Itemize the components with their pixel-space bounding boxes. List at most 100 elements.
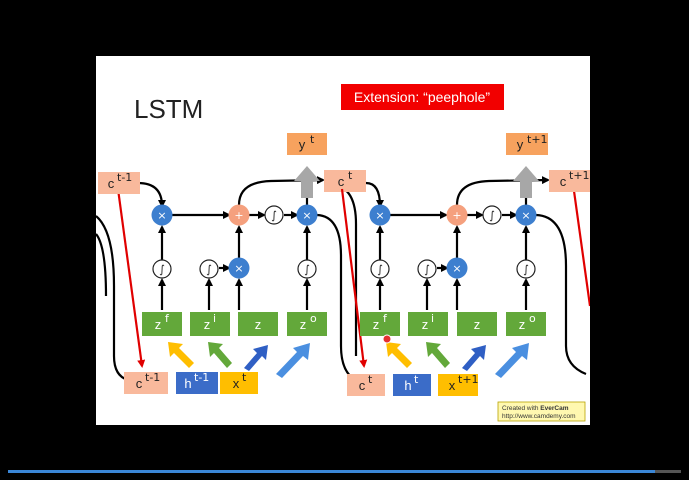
sigmoid-cell-left (264, 205, 284, 225)
evercam-watermark (497, 401, 586, 422)
add-op-left (228, 204, 250, 226)
gate-z-left-label: z (255, 317, 262, 332)
input-arrow-z-left (244, 345, 268, 371)
cell-state-out-right-sup: t+1 (569, 169, 590, 182)
input-hidden-left-sup: t-1 (194, 371, 209, 384)
gate-forget-right-label: z (373, 317, 380, 332)
input-x-left (220, 372, 258, 394)
cell-state-prev-left (98, 172, 140, 194)
input-arrow-output-left (276, 343, 310, 378)
input-cell-right (347, 374, 385, 396)
watermark-brand: EverCam (540, 405, 568, 412)
lstm-diagram: LSTM Extension: “peephole” (96, 84, 590, 422)
output-y-left-label: y (299, 137, 306, 152)
output-y-right (506, 133, 548, 155)
sigmoid-input-right (417, 259, 437, 279)
gate-forget-left-sup: f (165, 312, 170, 325)
output-arrow-right (513, 166, 539, 198)
input-cell-left-sup: t-1 (145, 371, 160, 384)
multiply-forget-left (151, 204, 173, 226)
sigmoid-input-left-label: ∫ (206, 263, 212, 276)
lecture-slide: LSTM Extension: “peephole” (96, 56, 590, 425)
input-arrow-input-right (426, 342, 450, 368)
sigmoid-input-left (199, 259, 219, 279)
sigmoid-forget-left (152, 259, 172, 279)
gate-input-left-sup: i (213, 312, 216, 325)
input-x-left-sup: t (242, 371, 247, 384)
sigmoid-forget-right-label: ∫ (377, 263, 383, 276)
gate-output-left (287, 312, 327, 336)
multiply-input-right (446, 257, 468, 279)
cell-state-out-right-label: c (560, 174, 567, 189)
input-hidden-right (393, 374, 431, 396)
multiply-output-left (296, 204, 318, 226)
gate-output-right-label: z (519, 317, 526, 332)
sigmoid-output-right-label: ∫ (523, 263, 529, 276)
sigmoid-forget-left-label: ∫ (159, 263, 165, 276)
input-hidden-left-label: h (184, 376, 191, 391)
mouse-pointer-icon (382, 334, 392, 344)
multiply-input-right-label: × (452, 262, 461, 275)
gate-input-right-label: z (422, 317, 429, 332)
sigmoid-output-right (516, 259, 536, 279)
input-arrow-forget-left (168, 342, 194, 368)
input-hidden-right-label: h (404, 378, 411, 393)
cell-state-prev-left-sup: t-1 (117, 171, 132, 184)
sigmoid-forget-right (370, 259, 390, 279)
gate-forget-right (360, 312, 400, 336)
gate-forget-left (142, 312, 182, 336)
gate-output-left-label: z (300, 317, 307, 332)
input-cell-right-sup: t (368, 373, 373, 386)
gate-input-right (408, 312, 448, 336)
lstm-cell-left: y t c t-1 c t × + ∫ × ∫ (96, 133, 370, 394)
multiply-input-left (228, 257, 250, 279)
sigmoid-output-left (297, 259, 317, 279)
sigmoid-output-left-label: ∫ (304, 263, 310, 276)
peephole-line-left (116, 188, 146, 368)
input-x-right-label: x (449, 378, 456, 393)
add-op-left-label: + (234, 209, 243, 222)
multiply-output-right (515, 204, 537, 226)
gate-output-right (506, 312, 546, 336)
gate-output-left-sup: o (310, 312, 317, 325)
input-hidden-right-sup: t (414, 373, 419, 386)
input-x-right-sup: t+1 (458, 373, 479, 386)
video-progress-remaining[interactable] (655, 470, 681, 473)
cell-state-prev-left-label: c (108, 176, 115, 191)
input-arrow-input-left (208, 342, 232, 368)
gate-z-right-label: z (474, 317, 481, 332)
multiply-forget-left-label: × (157, 209, 166, 222)
input-cell-right-label: c (359, 378, 366, 393)
input-arrow-forget-right (386, 342, 412, 368)
input-x-left-label: x (233, 376, 240, 391)
gate-input-left-label: z (204, 317, 211, 332)
sigmoid-cell-right-label: ∫ (489, 209, 495, 222)
video-progress-bar[interactable] (8, 470, 681, 473)
extension-label: Extension: “peephole” (354, 89, 491, 105)
multiply-forget-right (369, 204, 391, 226)
multiply-forget-right-label: × (375, 209, 384, 222)
sigmoid-cell-right (482, 205, 502, 225)
input-x-right (438, 374, 478, 396)
slide-title: LSTM (134, 94, 203, 124)
input-cell-left-label: c (136, 376, 143, 391)
input-arrow-z-right (462, 345, 486, 371)
output-arrow-left (294, 166, 320, 198)
peephole-line-right (340, 188, 368, 368)
gate-z-right (457, 312, 497, 336)
input-hidden-left (176, 372, 218, 394)
multiply-output-left-label: × (302, 209, 311, 222)
add-op-right (446, 204, 468, 226)
extension-badge (341, 84, 504, 110)
gate-output-right-sup: o (529, 312, 536, 325)
output-y-right-sup: t+1 (527, 133, 548, 146)
output-y-left (287, 133, 327, 155)
gate-forget-right-sup: f (383, 312, 388, 325)
peephole-line-next (572, 190, 590, 307)
gate-forget-left-label: z (155, 317, 162, 332)
multiply-input-left-label: × (234, 262, 243, 275)
watermark-line1-prefix: Created with EverCam (502, 405, 569, 412)
gate-input-right-sup: i (431, 312, 434, 325)
gate-input-left (190, 312, 230, 336)
